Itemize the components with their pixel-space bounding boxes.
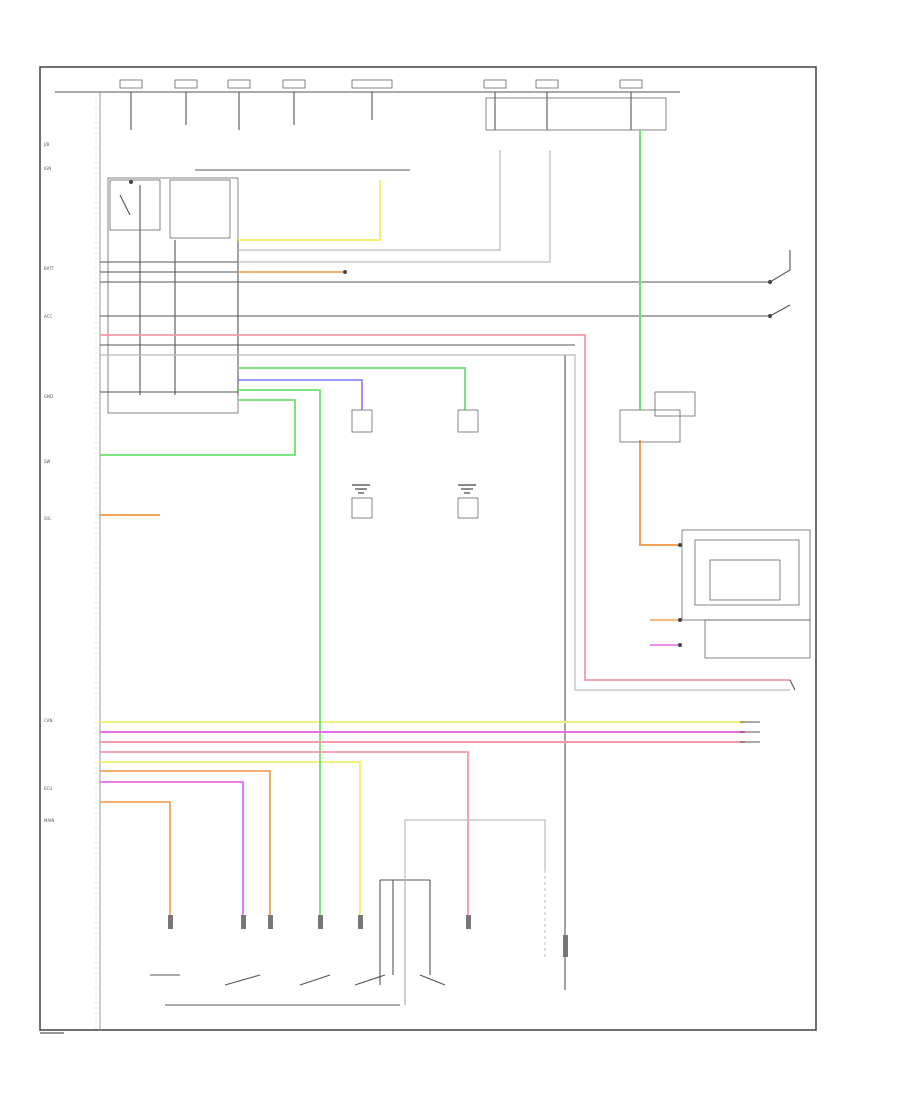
svg-text:SIG: SIG <box>44 516 51 521</box>
orange-wires <box>100 271 680 920</box>
green-wires <box>100 130 641 920</box>
left-connector-strip: J/B IGN BATT ACC GND SW SIG CAN ECU MAIN <box>43 92 101 1030</box>
svg-text:GND: GND <box>44 394 53 399</box>
right-components <box>619 250 811 743</box>
gray-wires <box>100 150 790 1005</box>
pink-wires <box>100 334 790 920</box>
fuse-header <box>55 79 680 131</box>
svg-text:ACC: ACC <box>44 314 52 319</box>
svg-text:CAN: CAN <box>44 718 53 723</box>
svg-text:J/B: J/B <box>43 142 50 147</box>
ground-symbols <box>351 409 479 519</box>
svg-text:IGN: IGN <box>44 166 51 171</box>
splice-dots <box>129 180 772 647</box>
svg-text:BATT: BATT <box>44 266 55 271</box>
black-wires <box>100 169 770 1006</box>
yellow-wires <box>100 180 745 920</box>
svg-text:ECU: ECU <box>44 786 52 791</box>
fuse-drops <box>130 92 632 130</box>
diagram-frame <box>39 66 817 1031</box>
svg-text:SW: SW <box>44 459 51 464</box>
lower-connector-ticks <box>168 915 568 957</box>
blue-wire <box>238 379 363 410</box>
magenta-wires <box>100 644 745 920</box>
svg-text:MAIN: MAIN <box>44 818 54 823</box>
relay-module <box>107 177 239 414</box>
junction-block-box <box>485 97 667 131</box>
fuse-blocks <box>119 79 643 89</box>
